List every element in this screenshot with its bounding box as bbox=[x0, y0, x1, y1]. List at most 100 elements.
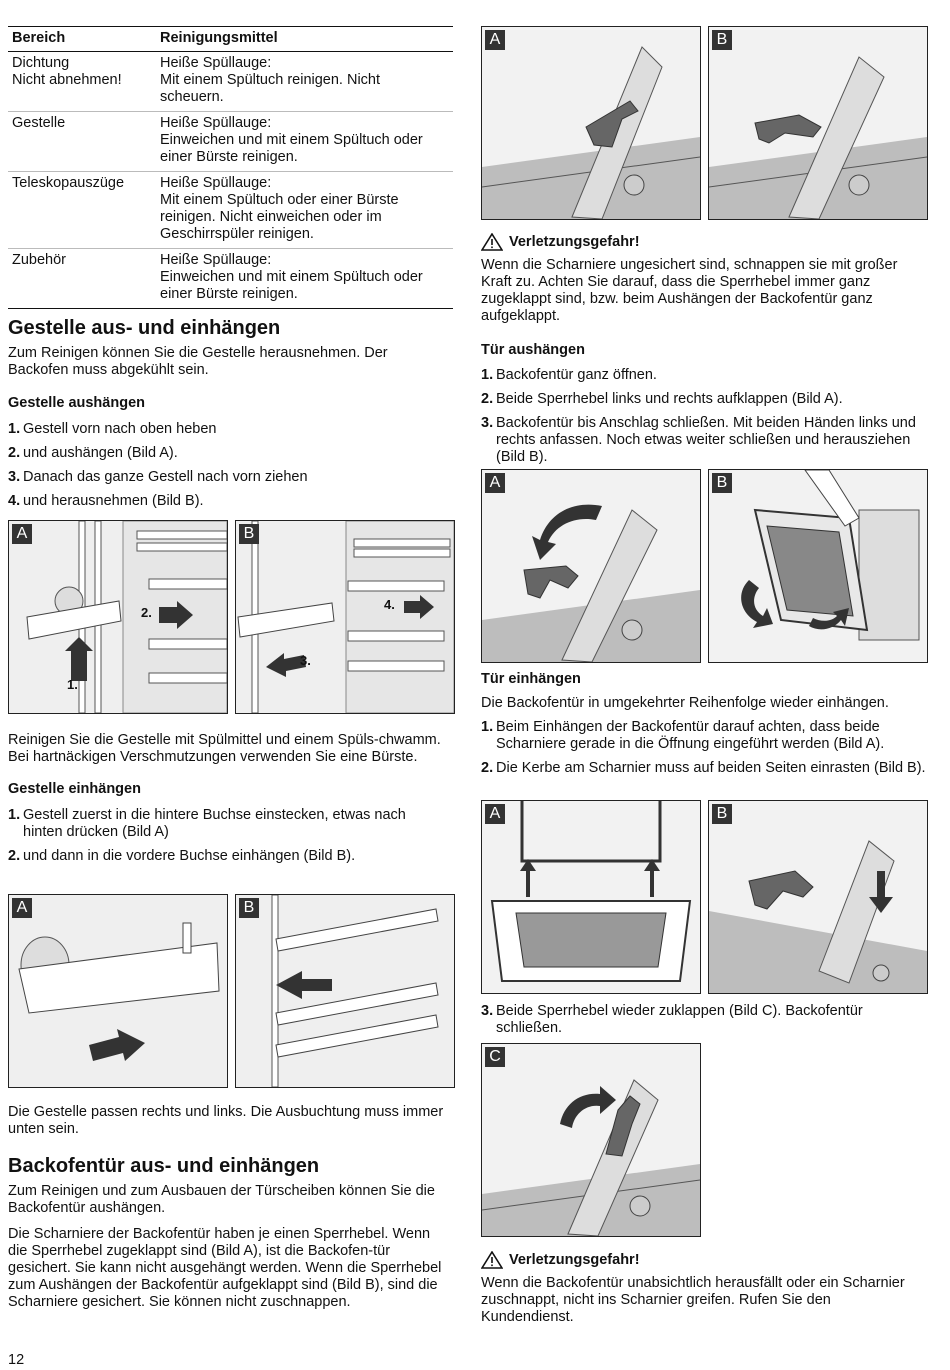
table-row: Teleskopauszüge Heiße Spüllauge: Mit ein… bbox=[8, 171, 453, 249]
step-text: Die Kerbe am Scharnier muss auf beiden S… bbox=[496, 760, 926, 776]
cell-line: Mit einem Spültuch oder einer Bürste bbox=[160, 192, 399, 208]
door-insert-steps: 1.Beim Einhängen der Backofentür darauf … bbox=[481, 719, 926, 777]
list-item: 2.und aushängen (Bild A). bbox=[8, 445, 448, 462]
cell-line: Heiße Spüllauge: bbox=[160, 175, 272, 191]
callout-4: 4. bbox=[384, 597, 395, 612]
cell-line: reinigen. Nicht einweichen oder im bbox=[160, 209, 382, 225]
subheading-door-insert: Tür einhängen bbox=[481, 671, 581, 687]
racks-intro: Zum Reinigen können Sie die Gestelle her… bbox=[8, 345, 388, 378]
step-number: 2. bbox=[481, 760, 494, 776]
warning-heading: Verletzungsgefahr! bbox=[481, 1251, 926, 1269]
step-text: und aushängen (Bild A). bbox=[23, 445, 178, 461]
list-item: 3.Backofentür bis Anschlag schließen. Mi… bbox=[481, 415, 926, 466]
racks-fit-note: Die Gestelle passen rechts und links. Di… bbox=[8, 1104, 444, 1137]
list-item: 2.Beide Sperrhebel links und rechts aufk… bbox=[481, 391, 926, 408]
cell-line: Dichtung bbox=[12, 55, 70, 71]
step-text: Gestell vorn nach oben heben bbox=[23, 421, 217, 437]
cell-line: Zubehör bbox=[12, 252, 67, 268]
figure-hinge-lever-b: B bbox=[708, 26, 928, 220]
figure-racks-insert-b: B bbox=[235, 894, 455, 1088]
cell-line: Gestelle bbox=[12, 115, 66, 131]
figure-label-b: B bbox=[239, 524, 259, 544]
callout-2: 2. bbox=[141, 605, 152, 620]
list-item: 1.Backofentür ganz öffnen. bbox=[481, 367, 926, 384]
right-column-bottom: Verletzungsgefahr! Wenn die Backofentür … bbox=[481, 1251, 926, 1326]
step-text: Beide Sperrhebel links und rechts aufkla… bbox=[496, 391, 843, 407]
figure-label-b: B bbox=[712, 804, 732, 824]
subheading-remove-racks: Gestelle aushängen bbox=[8, 395, 145, 411]
table-header-row: Bereich Reinigungsmittel bbox=[8, 26, 453, 52]
door-intro: Zum Reinigen und zum Ausbauen der Türsch… bbox=[8, 1183, 435, 1216]
table-cell-agent: Heiße Spüllauge: Einweichen und mit eine… bbox=[156, 248, 453, 309]
figure-racks-remove-b: 3. 4. B bbox=[235, 520, 455, 714]
table-cell-area: Zubehör bbox=[8, 248, 156, 309]
figure-hinge-lever-c: C bbox=[481, 1043, 701, 1237]
figure-label-b: B bbox=[239, 898, 259, 918]
right-column-top: Verletzungsgefahr! Wenn die Scharniere u… bbox=[481, 233, 926, 473]
left-column-middle: Reinigen Sie die Gestelle mit Spülmittel… bbox=[8, 732, 453, 872]
list-item: 3.Danach das ganze Gestell nach vorn zie… bbox=[8, 469, 448, 486]
list-item: 1.Gestell zuerst in die hintere Buchse e… bbox=[8, 807, 448, 841]
door-illustration bbox=[482, 470, 700, 662]
step-text: und herausnehmen (Bild B). bbox=[23, 493, 204, 509]
door-hinge-text: Die Scharniere der Backofentür haben je … bbox=[8, 1226, 442, 1310]
table-cell-agent: Heiße Spüllauge: Mit einem Spültuch rein… bbox=[156, 51, 453, 112]
figure-label-a: A bbox=[12, 524, 32, 544]
rack-illustration: 3. 4. bbox=[236, 521, 454, 713]
page-number: 12 bbox=[8, 1352, 25, 1368]
warning-triangle-icon bbox=[481, 1251, 503, 1269]
cell-line: Einweichen und mit einem Spültuch oder bbox=[160, 132, 423, 148]
list-item: 2.und dann in die vordere Buchse einhäng… bbox=[8, 848, 448, 865]
step-text: und dann in die vordere Buchse einhängen… bbox=[23, 848, 356, 864]
step-text: Beide Sperrhebel wieder zuklappen (Bild … bbox=[496, 1003, 863, 1036]
table-cell-area: Dichtung Nicht abnehmen! bbox=[8, 51, 156, 112]
figure-label-a: A bbox=[12, 898, 32, 918]
hinge-illustration bbox=[482, 27, 700, 219]
step-number: 1. bbox=[481, 719, 494, 735]
warning-title: Verletzungsgefahr! bbox=[509, 233, 640, 250]
figure-racks-remove-a: 1. 2. A bbox=[8, 520, 228, 714]
step-number: 2. bbox=[481, 391, 494, 407]
warning-triangle-icon bbox=[481, 233, 503, 251]
section-heading-racks: Gestelle aus- und einhängen bbox=[8, 317, 281, 339]
figure-racks-insert-a: A bbox=[8, 894, 228, 1088]
left-column: Bereich Reinigungsmittel Dichtung Nicht … bbox=[8, 0, 453, 509]
door-close-step: 3.Beide Sperrhebel wieder zuklappen (Bil… bbox=[481, 1003, 926, 1037]
table-cell-agent: Heiße Spüllauge: Mit einem Spültuch oder… bbox=[156, 171, 453, 249]
table-row: Dichtung Nicht abnehmen! Heiße Spüllauge… bbox=[8, 51, 453, 112]
figure-label-a: A bbox=[485, 804, 505, 824]
cell-line: Nicht abnehmen! bbox=[12, 72, 122, 88]
warning-text: Wenn die Scharniere ungesichert sind, sc… bbox=[481, 257, 898, 324]
cell-line: Einweichen und mit einem Spültuch oder bbox=[160, 269, 423, 285]
list-item: 1.Beim Einhängen der Backofentür darauf … bbox=[481, 719, 926, 753]
table-cell-area: Teleskopauszüge bbox=[8, 171, 156, 249]
cleaning-table: Bereich Reinigungsmittel Dichtung Nicht … bbox=[8, 26, 453, 309]
step-number: 4. bbox=[8, 493, 21, 509]
subheading-insert-racks: Gestelle einhängen bbox=[8, 781, 141, 797]
step-number: 2. bbox=[8, 848, 21, 864]
door-illustration bbox=[709, 470, 927, 662]
table-row: Gestelle Heiße Spüllauge: Einweichen und… bbox=[8, 111, 453, 172]
step-text: Beim Einhängen der Backofentür darauf ac… bbox=[496, 719, 885, 752]
figure-door-remove-a: A bbox=[481, 469, 701, 663]
figure-door-remove-b: B bbox=[708, 469, 928, 663]
right-column-step3: 3.Beide Sperrhebel wieder zuklappen (Bil… bbox=[481, 1003, 926, 1044]
warning-title: Verletzungsgefahr! bbox=[509, 1251, 640, 1268]
cell-line: einer Bürste reinigen. bbox=[160, 149, 298, 165]
subheading-door-remove: Tür aushängen bbox=[481, 342, 585, 358]
cell-line: Mit einem Spültuch reinigen. Nicht bbox=[160, 72, 381, 88]
warning-text: Wenn die Backofentür unabsichtlich herau… bbox=[481, 1275, 905, 1325]
step-text: Backofentür ganz öffnen. bbox=[496, 367, 657, 383]
cell-line: Teleskopauszüge bbox=[12, 175, 125, 191]
cell-line: Geschirrspüler reinigen. bbox=[160, 226, 314, 242]
figure-door-insert-b: B bbox=[708, 800, 928, 994]
hinge-illustration bbox=[709, 801, 927, 993]
racks-cleaning-text: Reinigen Sie die Gestelle mit Spülmittel… bbox=[8, 732, 441, 765]
table-header-agent: Reinigungsmittel bbox=[156, 26, 453, 52]
step-text: Gestell zuerst in die hintere Buchse ein… bbox=[23, 807, 406, 840]
step-number: 1. bbox=[481, 367, 494, 383]
step-number: 1. bbox=[8, 807, 21, 823]
insert-racks-steps: 1.Gestell zuerst in die hintere Buchse e… bbox=[8, 807, 448, 865]
rack-illustration bbox=[9, 895, 227, 1087]
callout-1: 1. bbox=[67, 677, 78, 692]
